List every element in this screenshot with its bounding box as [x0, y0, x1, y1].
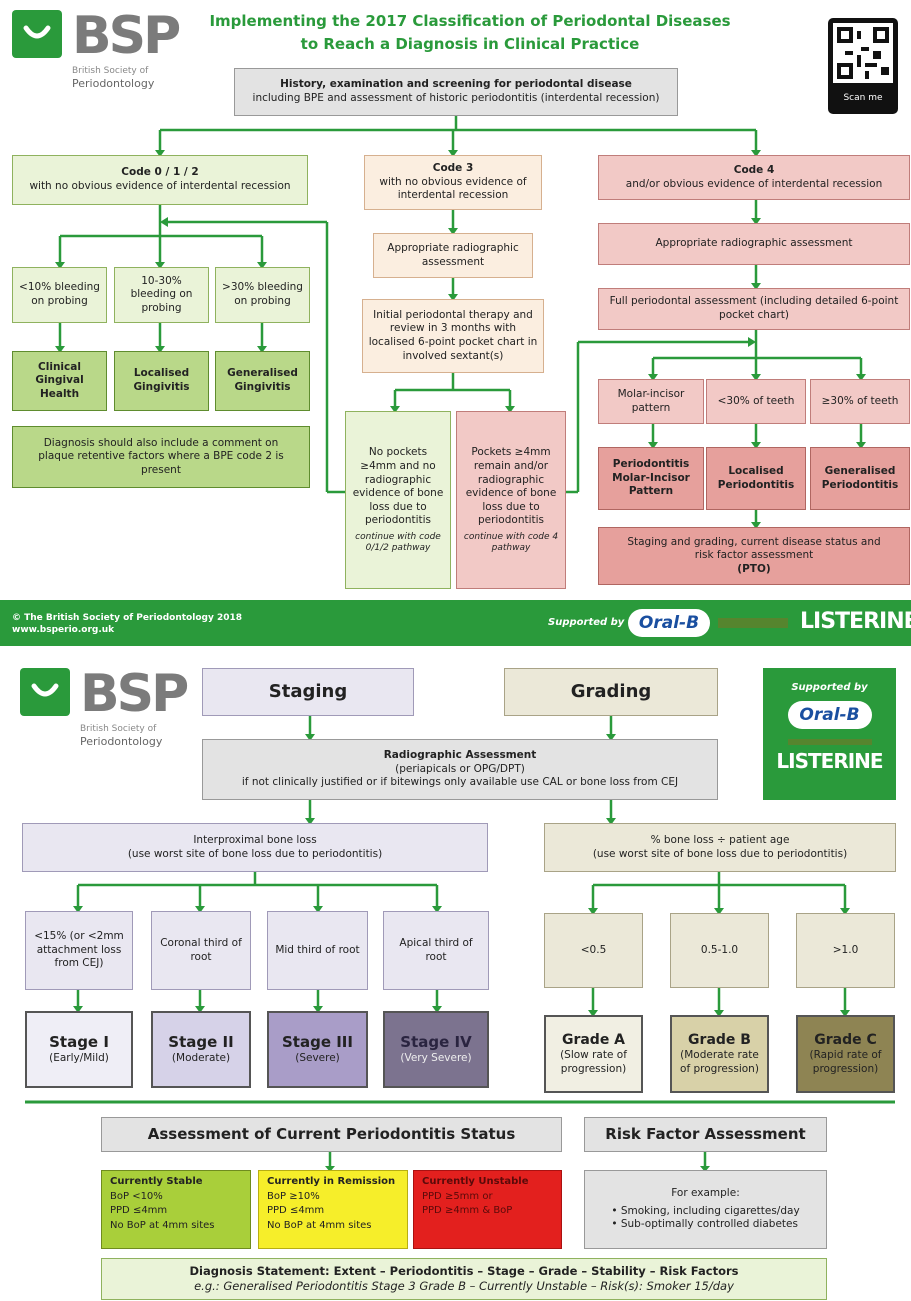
interproximal-box: Interproximal bone loss(use worst site o… [22, 823, 488, 872]
health-box-2: Localised Gingivitis [114, 351, 209, 411]
stage-3-box: Stage III(Severe) [267, 1011, 368, 1088]
bleeding-box-2: 10-30% bleeding on probing [114, 267, 209, 323]
ratio-box-3: >1.0 [796, 913, 895, 988]
grade-b-box: Grade B(Moderate rate of progression) [670, 1015, 769, 1093]
bleeding-box-3: >30% bleeding on probing [215, 267, 310, 323]
footer-copyright: © The British Society of Periodontology … [12, 613, 242, 636]
loss-box-2: Coronal third of root [151, 911, 251, 990]
stage-1-box: Stage I(Early/Mild) [25, 1011, 133, 1088]
qr-icon [833, 23, 893, 83]
smile-icon-2 [20, 668, 70, 716]
health-box-1: Clinical Gingival Health [12, 351, 107, 411]
logo-text-2: BSP [80, 664, 189, 724]
listerine-logo: LISTERINE [800, 609, 911, 634]
bone-age-box: % bone loss ÷ patient age(use worst site… [544, 823, 896, 872]
staging-header: Staging [202, 668, 414, 716]
grade-a-box: Grade A(Slow rate of progression) [544, 1015, 643, 1093]
qr-code[interactable]: Scan me [828, 18, 898, 114]
loss-box-3: Mid third of root [267, 911, 368, 990]
smile-icon [12, 10, 62, 58]
sponsor-panel: Supported by Oral-B LISTERINE [763, 668, 896, 800]
page-title: Implementing the 2017 Classification of … [209, 12, 731, 54]
current-status-header: Assessment of Current Periodontitis Stat… [101, 1117, 562, 1152]
perio-box-3: Generalised Periodontitis [810, 447, 910, 510]
sponsor-supported: Supported by [791, 682, 868, 693]
johnson-logo-2 [787, 739, 872, 745]
grade-c-box: Grade C(Rapid rate of progression) [796, 1015, 895, 1093]
risk-example-box: For example: • Smoking, including cigare… [584, 1170, 827, 1249]
radiographic-box-code4: Appropriate radiographic assessment [598, 223, 910, 265]
loss-box-4: Apical third of root [383, 911, 489, 990]
pattern-box-1: Molar-incisor pattern [598, 379, 704, 424]
stage-2-box: Stage II(Moderate) [151, 1011, 251, 1088]
pattern-box-2: <30% of teeth [706, 379, 806, 424]
oralb-logo: Oral-B [628, 609, 710, 637]
no-pockets-box: No pockets ≥4mm and no radiographic evid… [345, 411, 451, 589]
health-box-3: Generalised Gingivitis [215, 351, 310, 411]
ratio-box-2: 0.5-1.0 [670, 913, 769, 988]
johnson-logo [718, 618, 788, 628]
loss-box-1: <15% (or <2mm attachment loss from CEJ) [25, 911, 133, 990]
perio-box-2: Localised Periodontitis [706, 447, 806, 510]
therapy-box: Initial periodontal therapy and review i… [362, 299, 544, 373]
stage-4-box: Stage IV(Very Severe) [383, 1011, 489, 1088]
diagnosis-statement-box: Diagnosis Statement: Extent – Periodonti… [101, 1258, 827, 1300]
oralb-logo-2: Oral-B [787, 701, 872, 729]
pattern-box-3: ≥30% of teeth [810, 379, 910, 424]
risk-factor-header: Risk Factor Assessment [584, 1117, 827, 1152]
qr-label: Scan me [843, 93, 883, 103]
history-box: History, examination and screening for p… [234, 68, 678, 116]
listerine-logo-2: LISTERINE [776, 749, 883, 773]
radiographic-box-code3: Appropriate radiographic assessment [373, 233, 533, 278]
perio-box-1: Periodontitis Molar-Incisor Pattern [598, 447, 704, 510]
footer-supported: Supported by [548, 617, 625, 628]
logo-text: BSP [72, 6, 181, 66]
radiographic-assessment-box: Radiographic Assessment(periapicals or O… [202, 739, 718, 800]
ratio-box-1: <0.5 [544, 913, 643, 988]
plaque-note: Diagnosis should also include a comment … [12, 426, 310, 488]
footer-bar: © The British Society of Periodontology … [0, 600, 911, 646]
bleeding-box-1: <10% bleeding on probing [12, 267, 107, 323]
footer-url[interactable]: www.bsperio.org.uk [12, 625, 115, 636]
staging-note-box: Staging and grading, current disease sta… [598, 527, 910, 585]
pockets-box: Pockets ≥4mm remain and/or radiographic … [456, 411, 566, 589]
full-assessment-box: Full periodontal assessment (including d… [598, 288, 910, 330]
grading-header: Grading [504, 668, 718, 716]
